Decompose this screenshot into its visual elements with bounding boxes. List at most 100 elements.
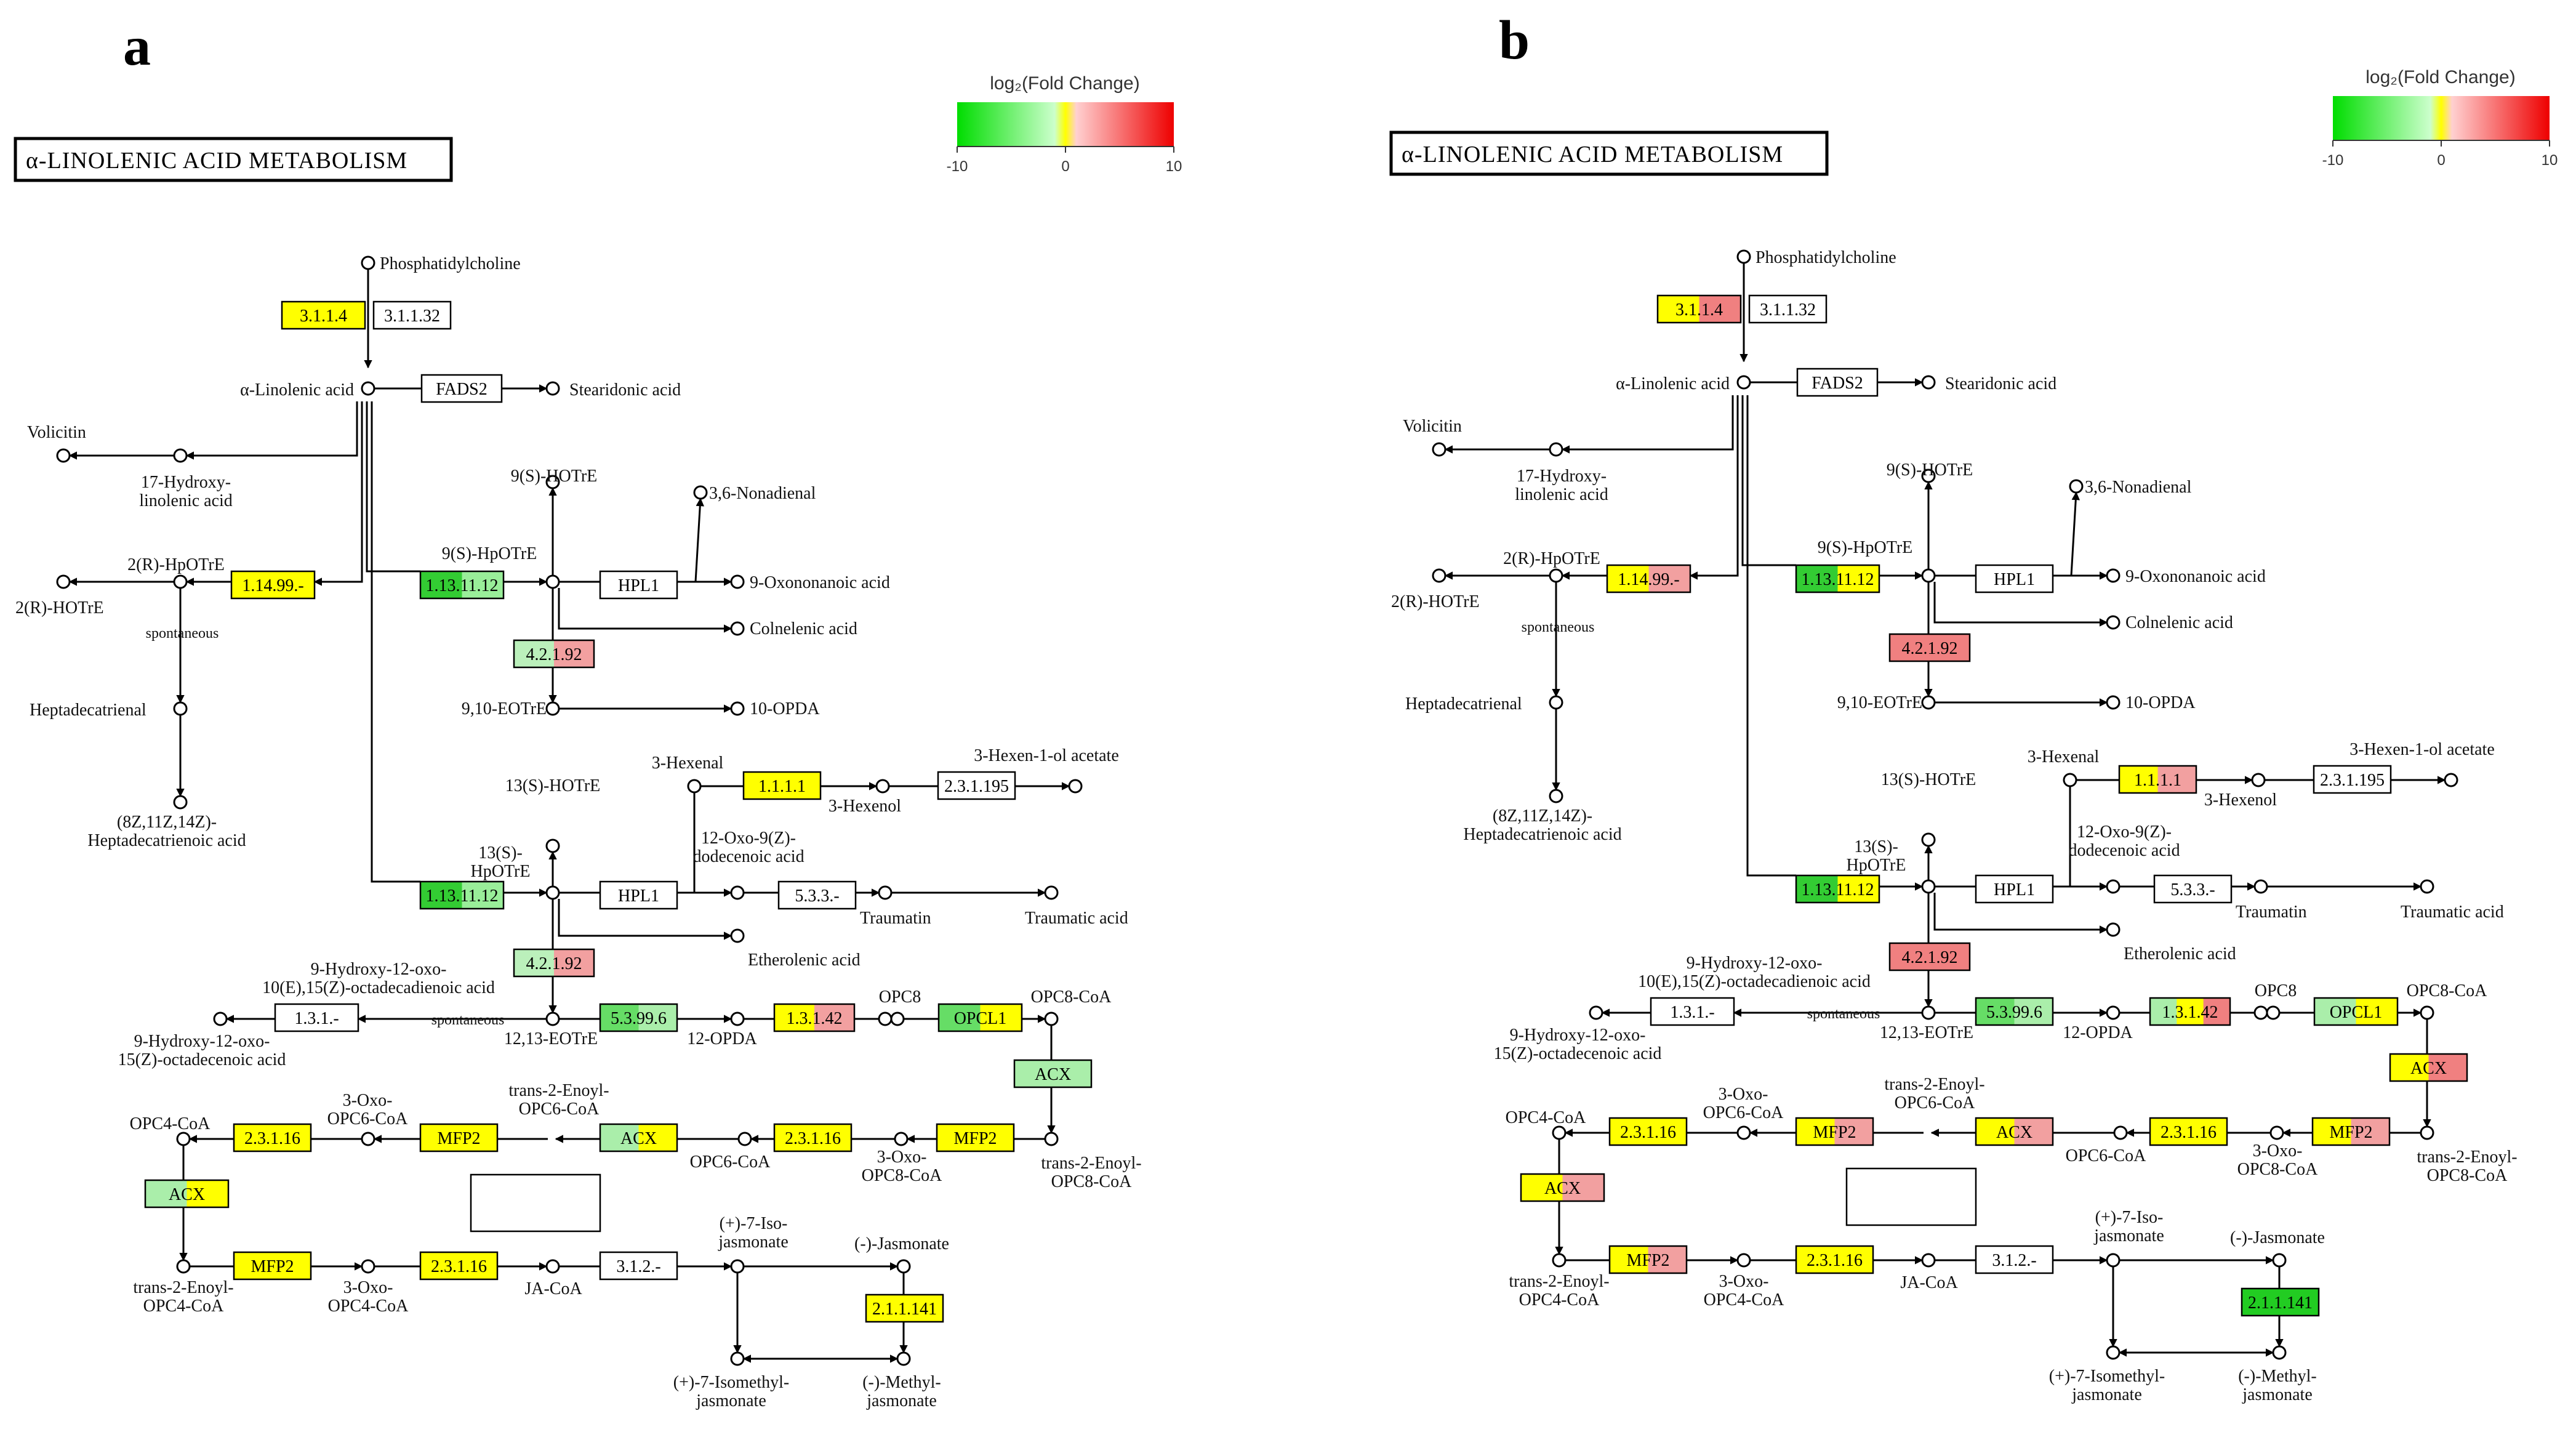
- compound-node: [545, 381, 560, 396]
- compound-label-hpotre2r: 2(R)-HpOTrE: [1503, 549, 1600, 568]
- compound-label-hydroxyoxooctadecadienoic: 10(E),15(Z)-octadecadienoic acid: [1638, 972, 1871, 991]
- compound-label-spontaneous: spontaneous: [1522, 619, 1595, 635]
- enzyme-fill: [275, 1004, 359, 1031]
- pathway-title-box: [14, 137, 453, 182]
- enzyme-fill: [187, 1180, 229, 1207]
- reaction-edge: [1561, 395, 1734, 454]
- enzyme-border: [1975, 1245, 2054, 1274]
- enzyme-border: [1606, 564, 1691, 593]
- pathway-title: α-LINOLENIC ACID METABOLISM: [1402, 142, 1783, 167]
- enzyme-fill: [231, 571, 315, 598]
- enzyme-fill: [1890, 634, 1970, 661]
- compound-label-isojasmonate: jasmonate: [718, 1233, 788, 1252]
- enzyme-border: [599, 880, 678, 910]
- compound-node: [545, 701, 560, 716]
- compound-label-hexenol: 3-Hexenol: [2204, 790, 2277, 810]
- compound-label-volicitin: Volicitin: [27, 423, 86, 442]
- compound-node: [730, 701, 745, 716]
- compound-label-traumatin: Traumatin: [860, 909, 931, 928]
- enzyme-e23116b: 2.3.1.16: [233, 1123, 312, 1152]
- legend-colorbar: [957, 102, 1174, 147]
- enzyme-border: [1608, 1245, 1688, 1274]
- panel-letter: a: [123, 16, 151, 77]
- compound-label-opc8: OPC8: [879, 987, 921, 1007]
- enzyme-label: 2.3.1.195: [944, 777, 1009, 796]
- enzyme-border: [1795, 564, 1880, 593]
- compound-label-oxododecenoic: 12-Oxo-9(Z)-: [2077, 823, 2172, 842]
- enzyme-e53996: 5.3.99.6: [599, 1003, 678, 1032]
- enzyme-e111: 1.1.1.1: [742, 771, 822, 800]
- compound-label-hotre13s: 13(S)-HOTrE: [1881, 770, 1976, 789]
- enzyme-border: [233, 1123, 312, 1152]
- enzyme-fill: [2014, 998, 2053, 1025]
- enzyme-label: 2.3.1.16: [1620, 1123, 1676, 1142]
- compound-label-enoylopc8coa: trans-2-Enoyl-: [2417, 1148, 2517, 1167]
- reaction-edge: [1933, 582, 2108, 627]
- enzyme-e42192a: 4.2.1.92: [513, 639, 595, 669]
- enzyme-border: [1795, 874, 1880, 904]
- enzyme-border: [937, 771, 1016, 800]
- enzyme-label: ACX: [620, 1129, 657, 1148]
- enzyme-label: 5.3.99.6: [1986, 1003, 2042, 1022]
- enzyme-e311132: 3.1.1.32: [372, 300, 452, 330]
- enzyme-e53996: 5.3.99.6: [1975, 997, 2054, 1026]
- compound-node: [1589, 1005, 1603, 1020]
- compound-label-oxoopc4coa: OPC4-CoA: [328, 1297, 409, 1316]
- compound-label-isomethyl: jasmonate: [696, 1391, 766, 1410]
- beta-oxidation-box: [470, 1173, 601, 1233]
- enzyme-fill: [2150, 998, 2177, 1025]
- enzyme-fill: [2157, 766, 2197, 793]
- compound-label-hpotre13s: HpOTrE: [471, 862, 531, 881]
- enzyme-e23116a: 2.3.1.16: [2149, 1117, 2228, 1146]
- compound-node: [1921, 568, 1936, 583]
- enzyme-border: [2313, 765, 2392, 794]
- compound-label-jasmonate: (-)-Jasmonate: [2230, 1228, 2325, 1247]
- enzyme-border: [599, 1003, 678, 1032]
- compound-node: [2106, 1345, 2121, 1360]
- compound-node: [2272, 1253, 2287, 1268]
- enzyme-acx3: ACX: [144, 1179, 230, 1209]
- compound-label-hydroxylinolenic: linolenic acid: [139, 491, 233, 510]
- enzyme-border: [419, 1251, 499, 1281]
- enzyme-label: 2.3.1.16: [431, 1257, 487, 1276]
- reaction-edge: [1933, 893, 2108, 934]
- compound-label-hpotre13s: 13(S)-: [1854, 837, 1898, 856]
- enzyme-e231195: 2.3.1.195: [2313, 765, 2392, 794]
- compound-node: [173, 574, 188, 589]
- enzyme-e211141: 2.1.1.141: [865, 1293, 944, 1323]
- compound-node: [730, 1012, 745, 1026]
- compound-node: [176, 1259, 191, 1274]
- enzyme-e231195: 2.3.1.195: [937, 771, 1016, 800]
- enzyme-e131: 1.3.1.-: [1650, 997, 1735, 1026]
- enzyme-fill: [938, 772, 1016, 799]
- enzyme-fill: [2014, 1118, 2053, 1145]
- compound-node: [2272, 1345, 2287, 1360]
- enzyme-fill: [866, 1295, 944, 1322]
- compound-node: [1921, 1253, 1936, 1268]
- enzyme-border: [233, 1251, 312, 1281]
- enzyme-border: [1888, 633, 1971, 662]
- pathway-title-box: [1389, 131, 1829, 176]
- enzyme-mfp2b: MFP2: [419, 1123, 499, 1152]
- compound-node: [545, 475, 560, 489]
- enzyme-e1311112a: 1.13.11.12: [419, 570, 505, 600]
- compound-node: [878, 1012, 893, 1026]
- enzyme-fill: [554, 949, 595, 976]
- enzyme-border: [230, 570, 316, 600]
- enzyme-label: MFP2: [1813, 1123, 1856, 1142]
- compound-node: [173, 448, 188, 463]
- compound-node: [737, 1132, 752, 1146]
- enzyme-label: 2.3.1.16: [2161, 1123, 2217, 1142]
- reaction-edge: [366, 401, 420, 573]
- compound-label-hydroxyoxooctadecenoic: 9-Hydroxy-12-oxo-: [1510, 1026, 1646, 1045]
- compound-label-oxoopc4coa: OPC4-CoA: [1704, 1290, 1784, 1309]
- compound-label-phosphatidylcholine: Phosphatidylcholine: [380, 254, 521, 273]
- enzyme-fill: [1651, 998, 1735, 1025]
- compound-node: [1736, 1253, 1751, 1268]
- enzyme-acx1: ACX: [1013, 1059, 1093, 1088]
